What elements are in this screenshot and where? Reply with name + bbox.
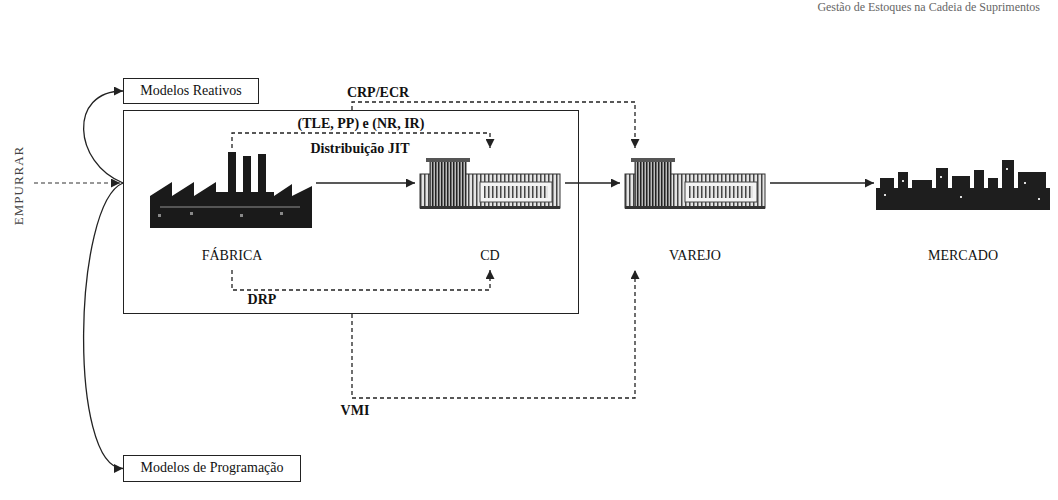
box-label: Modelos Reativos (140, 83, 242, 99)
warehouse-icon (420, 158, 560, 209)
curved-arrow (84, 183, 123, 469)
retail-node: VAREJO (620, 148, 770, 270)
city-icon (876, 160, 1050, 210)
push-label: EMPURRAR (13, 145, 28, 225)
push-arrow (34, 182, 120, 183)
dashed-link (232, 270, 490, 290)
node-caption: VAREJO (669, 248, 721, 264)
node-caption: FÁBRICA (202, 248, 263, 264)
edge-label: CRP/ECR (344, 85, 412, 101)
node-caption: MERCADO (928, 248, 998, 264)
flow-arrow (316, 182, 415, 183)
curved-arrow (84, 91, 123, 183)
box-label: Modelos de Programação (140, 460, 283, 476)
node-caption: CD (480, 248, 499, 264)
edge-label: DRP (245, 292, 280, 308)
flow-arrow (770, 182, 874, 183)
running-header: Gestão de Estoques na Cadeia de Suprimen… (817, 1, 1040, 15)
flow-arrow (565, 182, 620, 183)
model-box: Modelos de Programação (123, 455, 301, 482)
warehouse-node: CD (415, 148, 565, 270)
model-box: Modelos Reativos (123, 78, 259, 104)
edge-label: (TLE, PP) e (NR, IR) (295, 116, 428, 132)
jit-label: Distribuição JIT (310, 141, 409, 157)
dashed-link (352, 270, 635, 398)
factory-node: FÁBRICA (148, 148, 316, 270)
factory-icon (150, 152, 312, 228)
store-icon (625, 158, 765, 209)
enterprise-boundary: FÁBRICA CD (123, 110, 579, 314)
edge-label: VMI (338, 403, 373, 419)
market-node: MERCADO (874, 148, 1052, 270)
